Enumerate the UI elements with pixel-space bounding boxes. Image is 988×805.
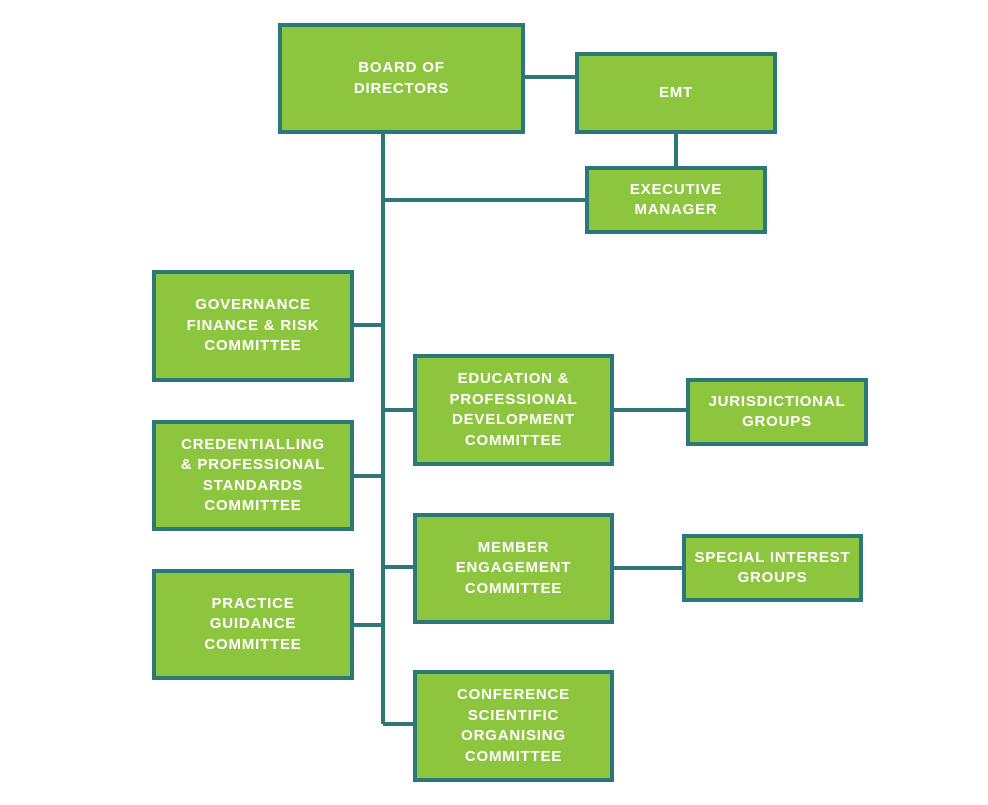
education-professional-development-committee-box: EDUCATION & PROFESSIONAL DEVELOPMENT COM… — [413, 354, 614, 466]
special-interest-groups-box: SPECIAL INTEREST GROUPS — [682, 534, 863, 602]
board-of-directors-box: BOARD OF DIRECTORS — [278, 23, 525, 134]
executive-manager-box: EXECUTIVE MANAGER — [585, 166, 767, 234]
member-engagement-committee-box: MEMBER ENGAGEMENT COMMITTEE — [413, 513, 614, 624]
practice-guidance-committee-box: PRACTICE GUIDANCE COMMITTEE — [152, 569, 354, 680]
credentialling-professional-standards-committee-box: CREDENTIALLING & PROFESSIONAL STANDARDS … — [152, 420, 354, 531]
governance-finance-risk-committee-box: GOVERNANCE FINANCE & RISK COMMITTEE — [152, 270, 354, 382]
conference-scientific-organising-committee-box: CONFERENCE SCIENTIFIC ORGANISING COMMITT… — [413, 670, 614, 782]
emt-box: EMT — [575, 52, 777, 134]
jurisdictional-groups-box: JURISDICTIONAL GROUPS — [686, 378, 868, 446]
